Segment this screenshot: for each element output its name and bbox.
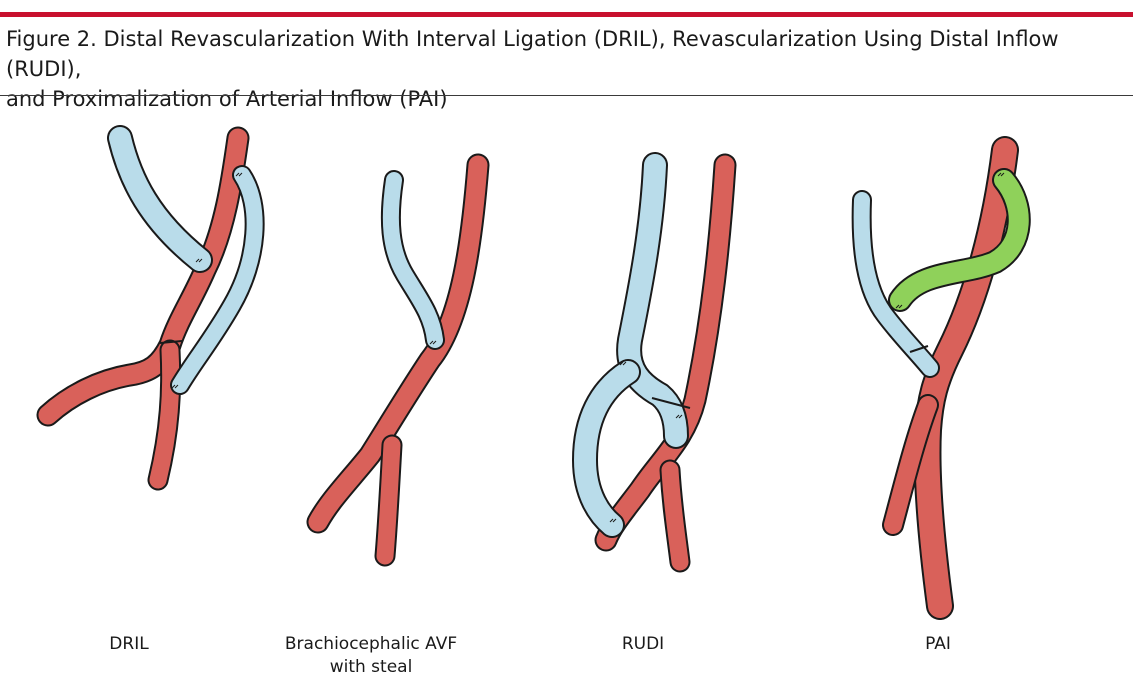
figure-title-line-1: Figure 2. Distal Revascularization With …: [6, 27, 1059, 81]
figure-title-line-2: and Proximalization of Arterial Inflow (…: [6, 87, 448, 111]
rudi-illustration: [571, 152, 737, 573]
rudi-artery: [594, 153, 737, 573]
panel-label-dril: DRIL: [19, 633, 239, 656]
dril-illustration: [36, 125, 265, 491]
dril-artery: [36, 126, 250, 491]
accent-rule: [0, 12, 1133, 17]
rudi-vein: [616, 152, 689, 449]
dril-ligation-mark: [159, 340, 183, 344]
figure-title: Figure 2. Distal Revascularization With …: [6, 24, 1126, 114]
panel-label-avf: Brachiocephalic AVF with steal: [261, 633, 481, 679]
rudi-bypass-vein: [571, 359, 641, 538]
vessel-diagram: [36, 125, 1031, 620]
panel-label-pai: PAI: [828, 633, 1048, 656]
pai-artery: [882, 136, 1019, 620]
dril-bypass-vein: [170, 165, 265, 395]
pai-illustration: [851, 136, 1031, 620]
avf-illustration: [306, 153, 490, 567]
avf-cephalic-vein: [380, 170, 445, 350]
panel-label-avf-line-1: Brachiocephalic AVF: [284, 634, 458, 654]
title-divider: [0, 95, 1133, 96]
panel-label-rudi: RUDI: [533, 633, 753, 656]
pai-graft: [888, 168, 1031, 312]
panel-label-rudi-line-1: RUDI: [621, 634, 665, 654]
panel-label-avf-line-2: with steal: [329, 657, 413, 677]
avf-artery: [306, 153, 490, 567]
panel-label-dril-line-1: DRIL: [109, 634, 149, 654]
pai-ligation-mark: [909, 345, 929, 353]
dril-vein: [107, 125, 213, 273]
rudi-ligation-mark: [651, 397, 691, 409]
panel-label-pai-line-1: PAI: [925, 634, 951, 654]
